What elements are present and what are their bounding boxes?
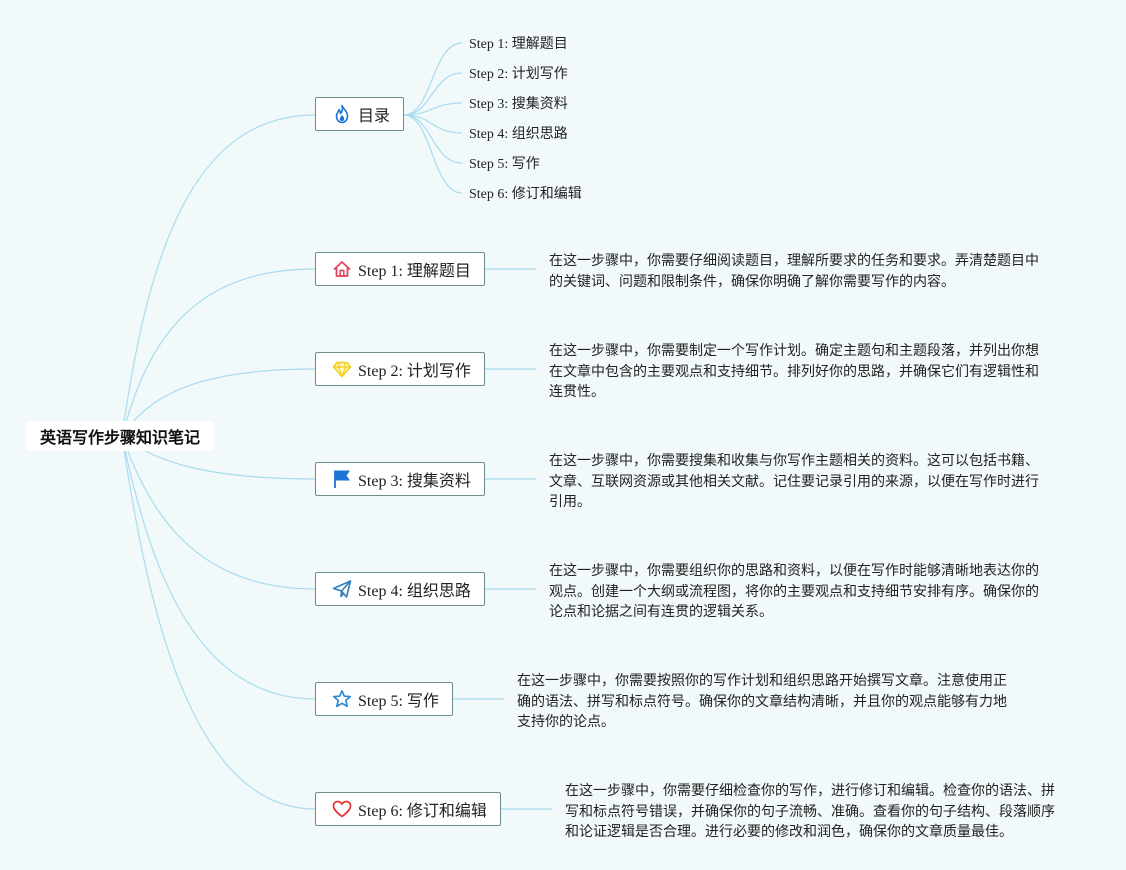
home-icon <box>332 259 352 279</box>
toc-item[interactable]: Step 1: 理解题目 <box>469 37 568 52</box>
step-node-3[interactable]: Step 3: 搜集资料 <box>315 462 485 496</box>
branch-line-step <box>121 435 316 590</box>
toc-item-line <box>403 72 463 116</box>
toc-item[interactable]: Step 5: 写作 <box>469 157 540 172</box>
step-description-5: 在这一步骤中，你需要按照你的写作计划和组织思路开始撰写文章。注意使用正确的语法、… <box>517 673 1007 730</box>
step-description-3: 在这一步骤中，你需要搜集和收集与你写作主题相关的资料。这可以包括书籍、文章、互联… <box>549 453 1039 510</box>
flag-icon <box>332 469 352 489</box>
star-icon <box>332 689 352 709</box>
toc-label: 目录 <box>358 108 391 125</box>
toc-item-line <box>403 114 463 194</box>
step-label: Step 6: 修订和编辑 <box>358 803 487 820</box>
root-topic[interactable]: 英语写作步骤知识笔记 <box>26 421 214 451</box>
toc-node[interactable]: 目录 <box>315 97 404 131</box>
step-label: Step 4: 组织思路 <box>358 583 471 600</box>
step-label: Step 5: 写作 <box>358 693 439 710</box>
toc-item[interactable]: Step 6: 修订和编辑 <box>469 187 582 202</box>
step-description-4: 在这一步骤中，你需要组织你的思路和资料，以便在写作时能够清晰地表达你的观点。创建… <box>549 563 1039 620</box>
branch-line-step <box>121 435 316 810</box>
step-description-6: 在这一步骤中，你需要仔细检查你的写作，进行修订和编辑。检查你的语法、拼写和标点符… <box>565 783 1055 840</box>
branch-line-step <box>121 268 316 437</box>
step-label: Step 1: 理解题目 <box>358 263 471 280</box>
toc-item-line <box>403 102 463 116</box>
fire-icon <box>332 104 352 124</box>
branch-line-step <box>121 435 316 700</box>
step-label: Step 2: 计划写作 <box>358 363 471 380</box>
branch-line-toc <box>121 114 316 437</box>
step-node-1[interactable]: Step 1: 理解题目 <box>315 252 485 286</box>
step-description-1: 在这一步骤中，你需要仔细阅读题目，理解所要求的任务和要求。弄清楚题目中的关键词、… <box>549 253 1039 290</box>
step-node-5[interactable]: Step 5: 写作 <box>315 682 453 716</box>
toc-item-line <box>403 114 463 164</box>
paper-plane-icon <box>332 579 352 599</box>
toc-item[interactable]: Step 2: 计划写作 <box>469 67 568 82</box>
heart-icon <box>332 799 352 819</box>
toc-item-line <box>403 42 463 116</box>
step-label: Step 3: 搜集资料 <box>358 473 471 490</box>
step-node-6[interactable]: Step 6: 修订和编辑 <box>315 792 501 826</box>
toc-item[interactable]: Step 4: 组织思路 <box>469 127 568 142</box>
step-node-4[interactable]: Step 4: 组织思路 <box>315 572 485 606</box>
diamond-icon <box>332 359 352 379</box>
toc-item[interactable]: Step 3: 搜集资料 <box>469 97 568 112</box>
step-description-2: 在这一步骤中，你需要制定一个写作计划。确定主题句和主题段落，并列出你想在文章中包… <box>549 343 1039 400</box>
step-node-2[interactable]: Step 2: 计划写作 <box>315 352 485 386</box>
